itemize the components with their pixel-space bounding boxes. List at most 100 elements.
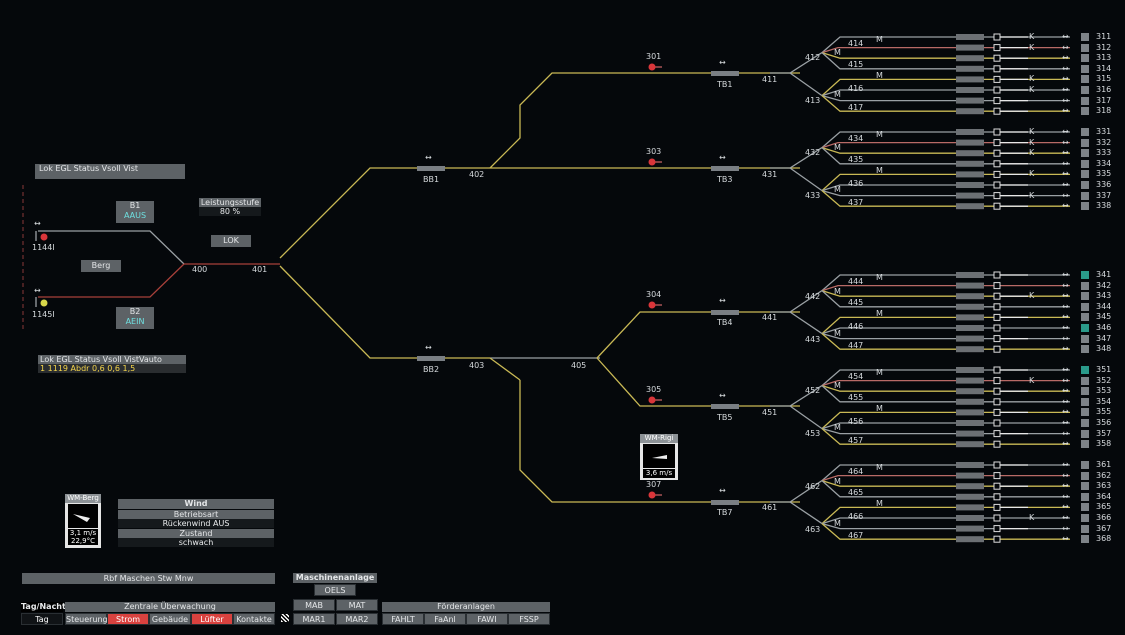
track-signal-box[interactable] <box>993 440 1001 448</box>
track-signal-box[interactable] <box>993 430 1001 438</box>
track-arrow-icon[interactable]: ↔ <box>1062 460 1069 469</box>
track-signal-box[interactable] <box>993 86 1001 94</box>
track-status-box[interactable] <box>1081 149 1089 158</box>
track-signal-box[interactable] <box>993 324 1001 332</box>
track-arrow-icon[interactable]: ↔ <box>1062 481 1069 491</box>
kontakte-button[interactable]: Kontakte <box>233 613 275 625</box>
tb7-arrow-icon[interactable]: ↔ <box>719 486 726 495</box>
track-status-box[interactable] <box>1081 419 1089 427</box>
track-status-box[interactable] <box>1081 429 1089 438</box>
track-arrow-icon[interactable]: ↔ <box>1062 386 1069 396</box>
track-status-box[interactable] <box>1081 334 1089 343</box>
track-signal-box[interactable] <box>993 482 1001 490</box>
track-arrow-icon[interactable]: ↔ <box>1062 513 1069 522</box>
track-signal-box[interactable] <box>993 97 1001 105</box>
track-status-box[interactable] <box>1081 492 1089 501</box>
track-signal-box[interactable] <box>993 107 1001 115</box>
track-status-box[interactable] <box>1081 107 1089 116</box>
track-signal-box[interactable] <box>993 366 1001 374</box>
track-signal-box[interactable] <box>993 313 1001 321</box>
track-signal-box[interactable] <box>993 419 1001 427</box>
track-arrow-icon[interactable]: ↔ <box>1062 418 1069 427</box>
track-signal-box[interactable] <box>993 202 1001 210</box>
track-status-box[interactable] <box>1081 387 1089 396</box>
track-status-box[interactable] <box>1081 191 1089 200</box>
mar1-button[interactable]: MAR1 <box>293 613 335 625</box>
track-arrow-icon[interactable]: ↔ <box>1062 137 1069 147</box>
track-signal-box[interactable] <box>993 44 1001 52</box>
mar2-button[interactable]: MAR2 <box>336 613 378 625</box>
track-signal-box[interactable] <box>993 149 1001 157</box>
strom-button[interactable]: Strom <box>107 613 149 625</box>
track-status-box[interactable] <box>1081 75 1089 84</box>
track-arrow-icon[interactable]: ↔ <box>1062 323 1069 332</box>
track-signal-box[interactable] <box>993 282 1001 290</box>
track-status-box[interactable] <box>1081 159 1089 168</box>
track-arrow-icon[interactable]: ↔ <box>1062 127 1069 136</box>
track-status-box[interactable] <box>1081 503 1089 512</box>
gebaeude-button[interactable]: Gebäude <box>149 613 191 625</box>
track-signal-box[interactable] <box>993 493 1001 501</box>
fssp-button[interactable]: FSSP <box>508 613 550 625</box>
track-status-box[interactable] <box>1081 170 1089 179</box>
track-signal-box[interactable] <box>993 54 1001 62</box>
track-arrow-icon[interactable]: ↔ <box>1062 439 1069 449</box>
track-arrow-icon[interactable]: ↔ <box>1062 180 1069 189</box>
track-arrow-icon[interactable]: ↔ <box>1062 407 1069 417</box>
track-arrow-icon[interactable]: ↔ <box>1062 491 1069 501</box>
lok-button[interactable]: LOK <box>211 235 251 247</box>
track-status-box[interactable] <box>1081 408 1089 417</box>
track-arrow-icon[interactable]: ↔ <box>1062 312 1069 322</box>
track-signal-box[interactable] <box>993 181 1001 189</box>
track-status-box[interactable] <box>1081 471 1089 480</box>
signal-icon[interactable] <box>648 396 656 404</box>
track-status-box[interactable] <box>1081 96 1089 105</box>
signal-1144-arrow-icon[interactable]: ↔ <box>34 219 41 228</box>
bb1-arrow-icon[interactable]: ↔ <box>425 153 432 162</box>
track-status-box[interactable] <box>1081 128 1089 136</box>
luefter-button[interactable]: Lüfter <box>191 613 233 625</box>
track-status-box[interactable] <box>1081 324 1089 332</box>
oels-button[interactable]: OELS <box>314 584 356 596</box>
track-signal-box[interactable] <box>993 65 1001 73</box>
signal-icon[interactable] <box>648 301 656 309</box>
track-arrow-icon[interactable]: ↔ <box>1062 32 1069 41</box>
track-signal-box[interactable] <box>993 271 1001 279</box>
track-arrow-icon[interactable]: ↔ <box>1062 291 1069 301</box>
track-arrow-icon[interactable]: ↔ <box>1062 344 1069 354</box>
track-status-box[interactable] <box>1081 43 1089 52</box>
track-status-box[interactable] <box>1081 33 1089 41</box>
signal-icon[interactable] <box>40 233 48 241</box>
track-signal-box[interactable] <box>993 387 1001 395</box>
track-arrow-icon[interactable]: ↔ <box>1062 280 1069 290</box>
track-signal-box[interactable] <box>993 503 1001 511</box>
track-status-box[interactable] <box>1081 181 1089 189</box>
track-arrow-icon[interactable]: ↔ <box>1062 169 1069 179</box>
track-status-box[interactable] <box>1081 366 1089 374</box>
track-signal-box[interactable] <box>993 170 1001 178</box>
track-arrow-icon[interactable]: ↔ <box>1062 523 1069 533</box>
checker-icon[interactable] <box>281 614 289 622</box>
track-arrow-icon[interactable]: ↔ <box>1062 333 1069 343</box>
tb3-arrow-icon[interactable]: ↔ <box>719 153 726 162</box>
tb4-arrow-icon[interactable]: ↔ <box>719 296 726 305</box>
track-arrow-icon[interactable]: ↔ <box>1062 95 1069 105</box>
track-status-box[interactable] <box>1081 461 1089 469</box>
track-arrow-icon[interactable]: ↔ <box>1062 396 1069 406</box>
track-arrow-icon[interactable]: ↔ <box>1062 158 1069 168</box>
track-signal-box[interactable] <box>993 514 1001 522</box>
b1-block[interactable]: B1 AAUS <box>116 201 154 223</box>
track-status-box[interactable] <box>1081 313 1089 322</box>
track-arrow-icon[interactable]: ↔ <box>1062 301 1069 311</box>
track-status-box[interactable] <box>1081 202 1089 211</box>
track-signal-box[interactable] <box>993 292 1001 300</box>
track-status-box[interactable] <box>1081 482 1089 491</box>
track-signal-box[interactable] <box>993 160 1001 168</box>
track-arrow-icon[interactable]: ↔ <box>1062 470 1069 480</box>
track-status-box[interactable] <box>1081 524 1089 533</box>
track-arrow-icon[interactable]: ↔ <box>1062 190 1069 200</box>
track-signal-box[interactable] <box>993 408 1001 416</box>
track-arrow-icon[interactable]: ↔ <box>1062 53 1069 63</box>
track-arrow-icon[interactable]: ↔ <box>1062 365 1069 374</box>
mat-button[interactable]: MAT <box>336 599 378 611</box>
